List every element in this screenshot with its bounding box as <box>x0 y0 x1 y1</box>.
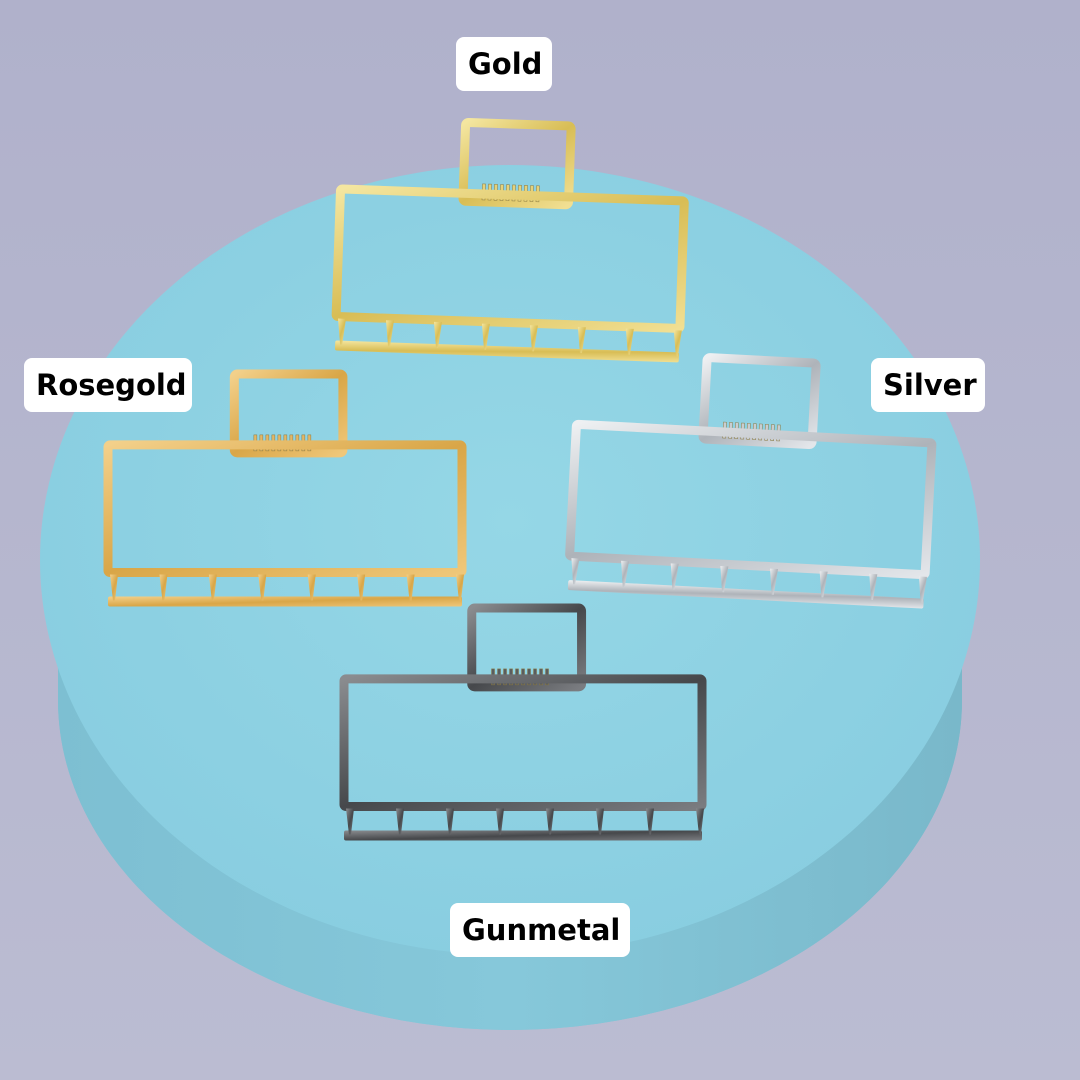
clip-tooth <box>546 808 554 835</box>
clip-teeth-bar <box>334 340 679 363</box>
clip-tooth <box>596 808 604 835</box>
clip-tooth <box>258 574 267 601</box>
clip-handle <box>698 353 821 450</box>
clip-tooth <box>406 574 415 601</box>
clip-handle <box>467 603 587 692</box>
clip-tooth <box>110 574 118 601</box>
clip-tooth <box>385 320 394 347</box>
clip-rail <box>585 443 921 468</box>
silver-hair-clip <box>565 353 937 609</box>
clip-tooth <box>307 574 316 601</box>
clip-tooth <box>646 808 654 835</box>
clip-tooth <box>529 325 538 352</box>
clip-tooth <box>346 808 354 835</box>
clip-tooth <box>446 808 454 835</box>
clip-tooth <box>159 574 168 601</box>
clip-teeth-bar <box>108 596 462 607</box>
pedestal <box>40 165 980 1030</box>
clip-frame <box>103 440 467 578</box>
clip-tooth <box>496 808 504 835</box>
clip-tooth <box>357 574 366 601</box>
clip-rail <box>349 208 674 226</box>
clip-tooth <box>338 318 347 345</box>
clip-tooth <box>770 568 779 595</box>
clip-tooth <box>869 573 878 601</box>
clip-frame <box>339 674 707 812</box>
clip-tooth <box>696 808 704 835</box>
clip-tooth <box>670 563 679 590</box>
clip-frame <box>331 184 689 333</box>
clip-tooth <box>456 574 464 601</box>
label-gold: Gold <box>456 37 552 91</box>
clip-tooth <box>720 565 729 593</box>
label-silver: Silver <box>871 358 985 412</box>
clip-tooth <box>621 560 630 588</box>
clip-tooth <box>577 326 586 354</box>
clip-frame <box>565 419 937 580</box>
clip-handle <box>229 369 348 458</box>
clips-layer <box>103 117 937 841</box>
clip-teeth-bar <box>567 580 924 609</box>
clip-tooth <box>433 321 442 349</box>
clip-tooth <box>673 330 682 357</box>
clip-tooth <box>625 328 634 355</box>
clip-handle <box>458 117 576 210</box>
clip-teeth-bar <box>344 830 702 841</box>
gunmetal-hair-clip <box>339 603 707 841</box>
rosegold-hair-clip <box>103 369 467 607</box>
label-gunmetal: Gunmetal <box>450 903 630 957</box>
clip-tooth <box>918 576 927 603</box>
clip-tooth <box>819 571 828 598</box>
label-rosegold: Rosegold <box>24 358 192 412</box>
gold-hair-clip <box>331 117 689 363</box>
clip-tooth <box>481 323 490 350</box>
clip-tooth <box>208 574 217 601</box>
clip-tooth <box>396 808 404 835</box>
clip-tooth <box>571 558 580 585</box>
